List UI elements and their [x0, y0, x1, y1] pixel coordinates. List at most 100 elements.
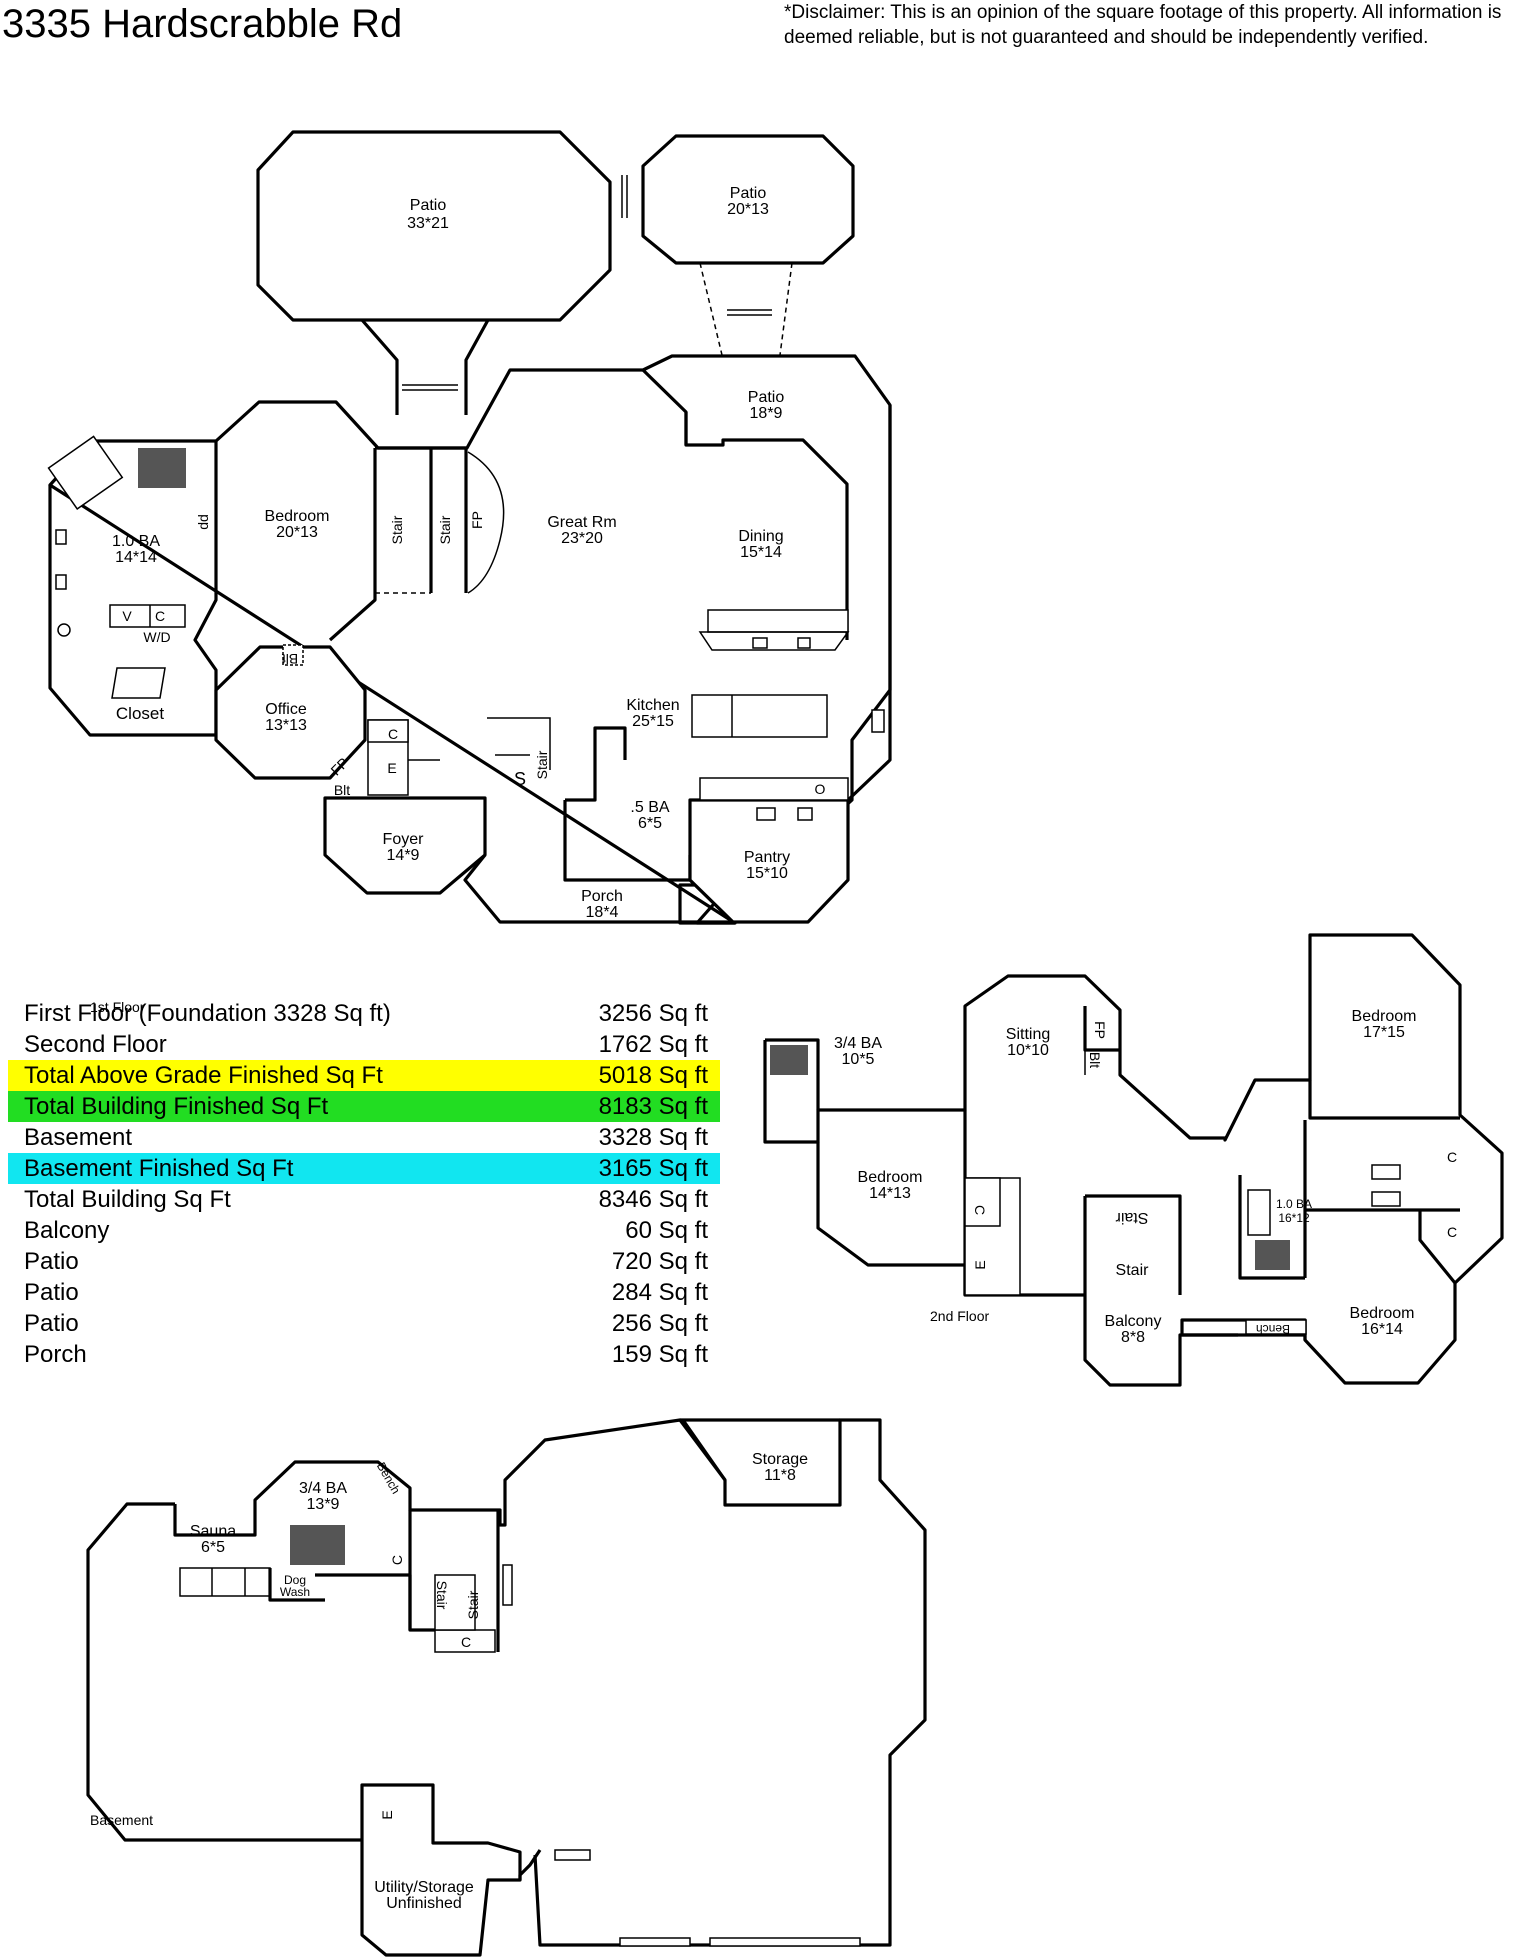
area-row: Basement 3328 Sq ft: [8, 1122, 720, 1153]
area-value: 5018 Sq ft: [598, 1062, 708, 1089]
room-patio-18x9-name: Patio: [748, 389, 785, 406]
fireplace-label-1f: FP: [469, 511, 485, 529]
area-value: 8183 Sq ft: [598, 1093, 708, 1120]
room-sauna-name: Sauna: [190, 1523, 236, 1540]
bathtub: [47, 435, 124, 511]
washer-dryer-label: W/D: [143, 629, 170, 645]
area-name: First Floor (Foundation 3328 Sq ft): [24, 1000, 391, 1027]
safe-label: S: [514, 769, 526, 789]
area-value: 3328 Sq ft: [598, 1124, 708, 1151]
room-porch-name: Porch: [581, 888, 623, 905]
closet-c-foyer-label: C: [388, 726, 398, 742]
room-foyer-size: 14*9: [387, 847, 420, 864]
fireplace-label-2f: FP: [1092, 1021, 1108, 1039]
area-row-highlight-green: Total Building Finished Sq Ft 8183 Sq ft: [8, 1091, 720, 1122]
room-sauna-size: 6*5: [201, 1539, 225, 1556]
room-3-4-ba-2f-size: 10*5: [842, 1051, 875, 1068]
patio-connector-right: [464, 319, 490, 415]
room-patio-18x9-size: 18*9: [750, 405, 783, 422]
area-value: 60 Sq ft: [625, 1217, 708, 1244]
basement-plan: Sauna 6*5 3/4 BA 13*9 Storage 11*8 Utili…: [86, 1418, 927, 1957]
area-name: Patio: [24, 1279, 79, 1306]
area-name: Patio: [24, 1248, 79, 1275]
area-value: 3165 Sq ft: [598, 1155, 708, 1182]
room-bedroom-14x13-name: Bedroom: [858, 1169, 923, 1186]
area-row: Total Building Sq Ft 8346 Sq ft: [8, 1184, 720, 1215]
area-name: Second Floor: [24, 1031, 167, 1058]
area-value: 1762 Sq ft: [598, 1031, 708, 1058]
area-row: Patio 256 Sq ft: [8, 1308, 720, 1339]
room-bedroom-16x14-size: 16*14: [1361, 1321, 1403, 1338]
room-foyer-name: Foyer: [383, 831, 425, 848]
basement-label: Basement: [90, 1812, 153, 1828]
closet-c-2f-a: C: [972, 1205, 988, 1215]
room-patio-33x21-size: 33*21: [407, 215, 449, 232]
stair-label-1f-a: Stair: [389, 515, 405, 544]
kitchen-island: [691, 694, 828, 738]
room-half-bath-name: .5 BA: [630, 799, 669, 816]
room-storage-size: 11*8: [764, 1467, 796, 1484]
room-bath-2f-name: 1.0 BA: [1276, 1197, 1312, 1211]
dd-label: dd: [195, 514, 211, 530]
stair-label-basement-a: Stair: [434, 1581, 450, 1610]
area-row: Patio 720 Sq ft: [8, 1246, 720, 1277]
room-bath-2f-size: 16*12: [1278, 1211, 1310, 1225]
room-bath-1f-name: 1.0 BA: [112, 533, 160, 550]
vanity-label: V: [122, 608, 132, 624]
area-value: 3256 Sq ft: [598, 1000, 708, 1027]
stair-label-2f: Stair: [1116, 1262, 1150, 1279]
area-value: 8346 Sq ft: [598, 1186, 708, 1213]
room-great-rm-name: Great Rm: [547, 514, 616, 531]
room-kitchen-size: 25*15: [632, 713, 674, 730]
area-row: First Floor (Foundation 3328 Sq ft) 3256…: [8, 998, 720, 1029]
room-storage-name: Storage: [752, 1451, 808, 1468]
area-name: Porch: [24, 1341, 87, 1368]
room-bedroom-1f-name: Bedroom: [265, 508, 330, 525]
area-row: Porch 159 Sq ft: [8, 1339, 720, 1370]
room-pantry-size: 15*10: [746, 865, 788, 882]
room-utility-name: Utility/Storage: [374, 1879, 474, 1896]
area-row: Second Floor 1762 Sq ft: [8, 1029, 720, 1060]
dog-wash-label-2: Wash: [280, 1585, 310, 1599]
room-great-rm-size: 23*20: [561, 530, 603, 547]
room-dining-name: Dining: [738, 528, 783, 545]
stair-label-basement-b: Stair: [465, 1590, 481, 1619]
closet-label: Closet: [116, 704, 164, 723]
room-office-size: 13*13: [265, 717, 307, 734]
room-balcony-size: 8*8: [1121, 1329, 1145, 1346]
patio-upper-right-outline: [641, 134, 855, 265]
area-value: 159 Sq ft: [611, 1341, 708, 1368]
room-bath-1f-size: 14*14: [115, 549, 157, 566]
elevator-label-2f: E: [972, 1260, 988, 1269]
area-name: Total Building Sq Ft: [24, 1186, 231, 1213]
area-name: Total Building Finished Sq Ft: [24, 1093, 329, 1120]
closet-c-2f-c: C: [1447, 1224, 1457, 1240]
second-floor-plan: 3/4 BA 10*5 Sitting 10*10 Bedroom 17*15 …: [763, 933, 1504, 1387]
stair-label-2f-flipped: Stair: [1115, 1209, 1149, 1226]
dog-wash-label-1: Dog: [284, 1573, 306, 1587]
closet-c-basement-a: C: [461, 1634, 471, 1650]
disclaimer-text: *Disclaimer: This is an opinion of the s…: [784, 2, 1502, 48]
area-name: Patio: [24, 1310, 79, 1337]
area-name: Total Above Grade Finished Sq Ft: [24, 1062, 383, 1089]
room-half-bath-size: 6*5: [638, 815, 662, 832]
second-floor-label: 2nd Floor: [930, 1308, 989, 1324]
area-value: 256 Sq ft: [611, 1310, 708, 1337]
area-value: 284 Sq ft: [611, 1279, 708, 1306]
area-summary-table: First Floor (Foundation 3328 Sq ft) 3256…: [8, 998, 720, 1370]
area-name: Balcony: [24, 1217, 110, 1244]
room-bedroom-16x14-name: Bedroom: [1350, 1305, 1415, 1322]
closet-c-basement-b: C: [389, 1555, 405, 1565]
room-pantry-name: Pantry: [744, 849, 790, 866]
area-row-highlight-cyan: Basement Finished Sq Ft 3165 Sq ft: [8, 1153, 720, 1184]
stair-label-1f-b: Stair: [437, 515, 453, 544]
elevator-label-basement: E: [379, 1810, 395, 1819]
room-bedroom-14x13-size: 14*13: [869, 1185, 911, 1202]
built-in-label: Blt: [334, 782, 350, 798]
area-row: Balcony 60 Sq ft: [8, 1215, 720, 1246]
room-office-name: Office: [265, 701, 307, 718]
room-patio-33x21-name: Patio: [410, 197, 447, 214]
property-address: 3335 Hardscrabble Rd: [2, 2, 403, 46]
patio-connector-left: [360, 318, 399, 415]
